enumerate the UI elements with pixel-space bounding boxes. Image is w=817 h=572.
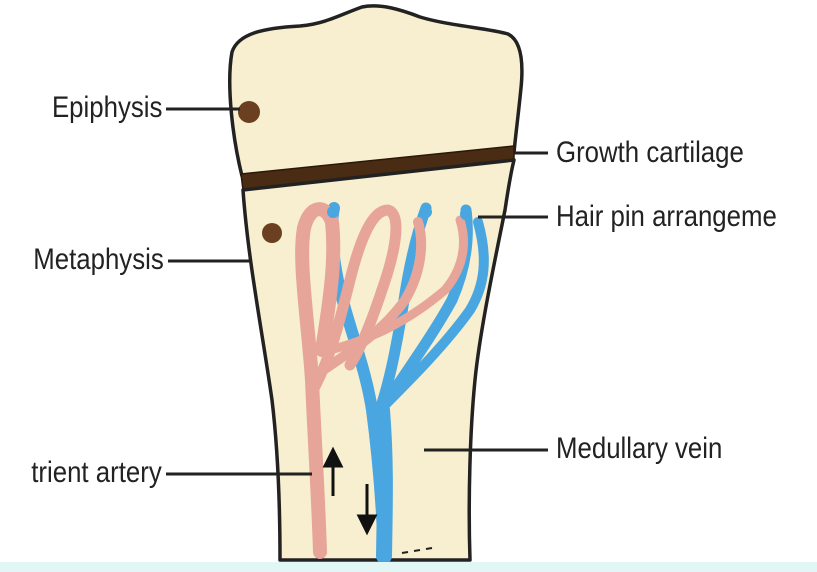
label-metaphysis: Metaphysis <box>33 243 164 276</box>
label-growth-cartilage: Growth cartilage <box>556 136 744 169</box>
flow-arrows <box>322 446 378 536</box>
metaphysis-spot <box>262 223 282 243</box>
label-nutrient-artery: trient artery <box>31 456 162 489</box>
label-epiphysis: Epiphysis <box>51 91 162 124</box>
label-hair-pin-arrangement: Hair pin arrangeme <box>556 200 777 233</box>
leader-lines <box>166 107 548 476</box>
bottom-band <box>0 562 817 572</box>
epiphysis-shape <box>228 4 524 178</box>
loop-tips <box>327 206 472 220</box>
label-medullary-vein: Medullary vein <box>556 432 723 465</box>
nutrient-artery <box>295 202 468 559</box>
bottom-dashes <box>401 547 433 554</box>
epiphysis-spot <box>238 101 260 123</box>
